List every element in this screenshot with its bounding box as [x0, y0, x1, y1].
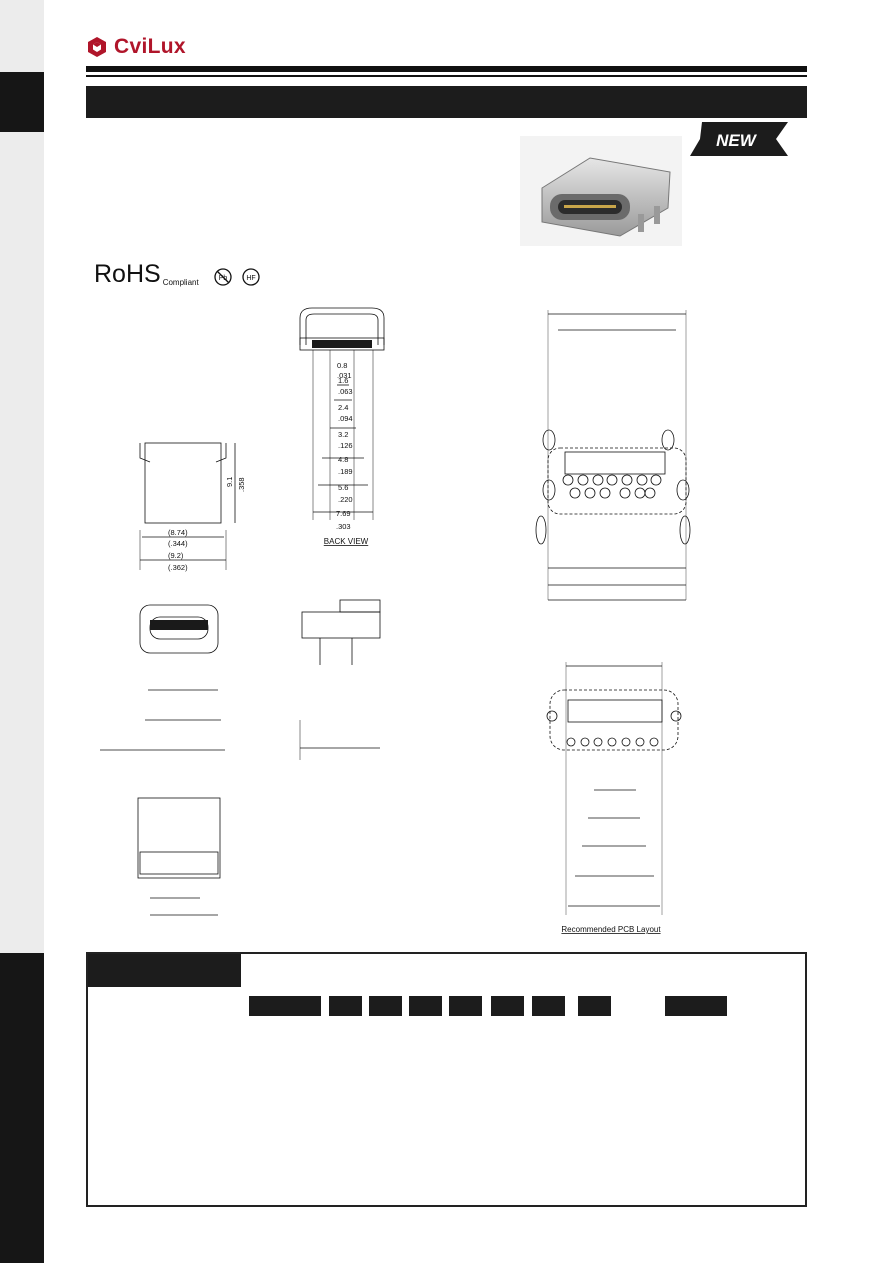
pb-free-icon: Pb [214, 268, 232, 286]
side-view-drawing [299, 599, 381, 760]
title-bar [86, 86, 807, 118]
part-number-block [409, 996, 442, 1016]
dim-label: .303 [336, 522, 351, 531]
ordering-header [88, 954, 241, 987]
dim-label: 1.6 [338, 376, 348, 385]
header-rule-thin [86, 75, 807, 77]
dim-label: 2.4 [338, 403, 348, 412]
dim-label: 7.69 [336, 509, 351, 518]
dim-label: (9.2) [168, 551, 184, 560]
dim-label: 0.8 [337, 361, 347, 370]
front-view-drawing [139, 442, 236, 570]
dim-label: .063 [338, 387, 353, 396]
back-view-caption: BACK VIEW [324, 537, 369, 546]
dim-label: .094 [338, 414, 353, 423]
pcb-layout-caption: Recommended PCB Layout [561, 925, 661, 934]
rohs-mark: RoHS [94, 260, 161, 288]
part-number-block [491, 996, 524, 1016]
dim-label: (8.74) [168, 528, 188, 537]
dim-label: (.344) [168, 539, 188, 548]
svg-text:Pb: Pb [218, 275, 227, 282]
part-number-block [578, 996, 611, 1016]
technical-drawings: BACK VIEW Recommended PCB Layout 0.8 .03… [100, 307, 691, 934]
side-tab-top [0, 72, 44, 132]
footprint-drawing [535, 310, 691, 601]
dim-label: 3.2 [338, 430, 348, 439]
rohs-compliant-label: Compliant [162, 278, 199, 287]
dim-label: .031 [337, 371, 352, 380]
dim-label: 5.6 [338, 483, 348, 492]
dim-label: 4.8 [338, 455, 348, 464]
part-number-block [449, 996, 482, 1016]
certifications: RoHS Compliant Pb HF [94, 262, 261, 287]
svg-text:HF: HF [246, 275, 255, 282]
halogen-free-icon: HF [242, 268, 260, 286]
bottom-view-drawing [137, 797, 221, 916]
brand-name: CviLux [114, 35, 186, 58]
back-view-drawing [299, 307, 385, 520]
new-badge: NEW [690, 122, 788, 156]
part-number-block [665, 996, 727, 1016]
dim-label: 9.1 [225, 477, 234, 487]
product-photo [520, 136, 682, 246]
side-tab-bottom [0, 953, 44, 1263]
ordering-information-box [86, 952, 807, 1207]
header-rule-thick [86, 66, 807, 72]
brand-logo: CviLux [86, 34, 186, 60]
part-number-block [249, 996, 321, 1016]
dim-label: (.362) [168, 563, 188, 572]
part-number-block [329, 996, 362, 1016]
part-number-block [369, 996, 402, 1016]
pcb-layout-drawing [549, 662, 679, 915]
new-badge-label: NEW [716, 131, 758, 150]
dim-label: .126 [338, 441, 353, 450]
top-view-drawing [100, 604, 225, 751]
cvilux-logo-icon [88, 37, 106, 57]
dim-label: .358 [237, 477, 246, 492]
dim-label: .189 [338, 467, 353, 476]
dim-label: .220 [338, 495, 353, 504]
part-number-block [532, 996, 565, 1016]
